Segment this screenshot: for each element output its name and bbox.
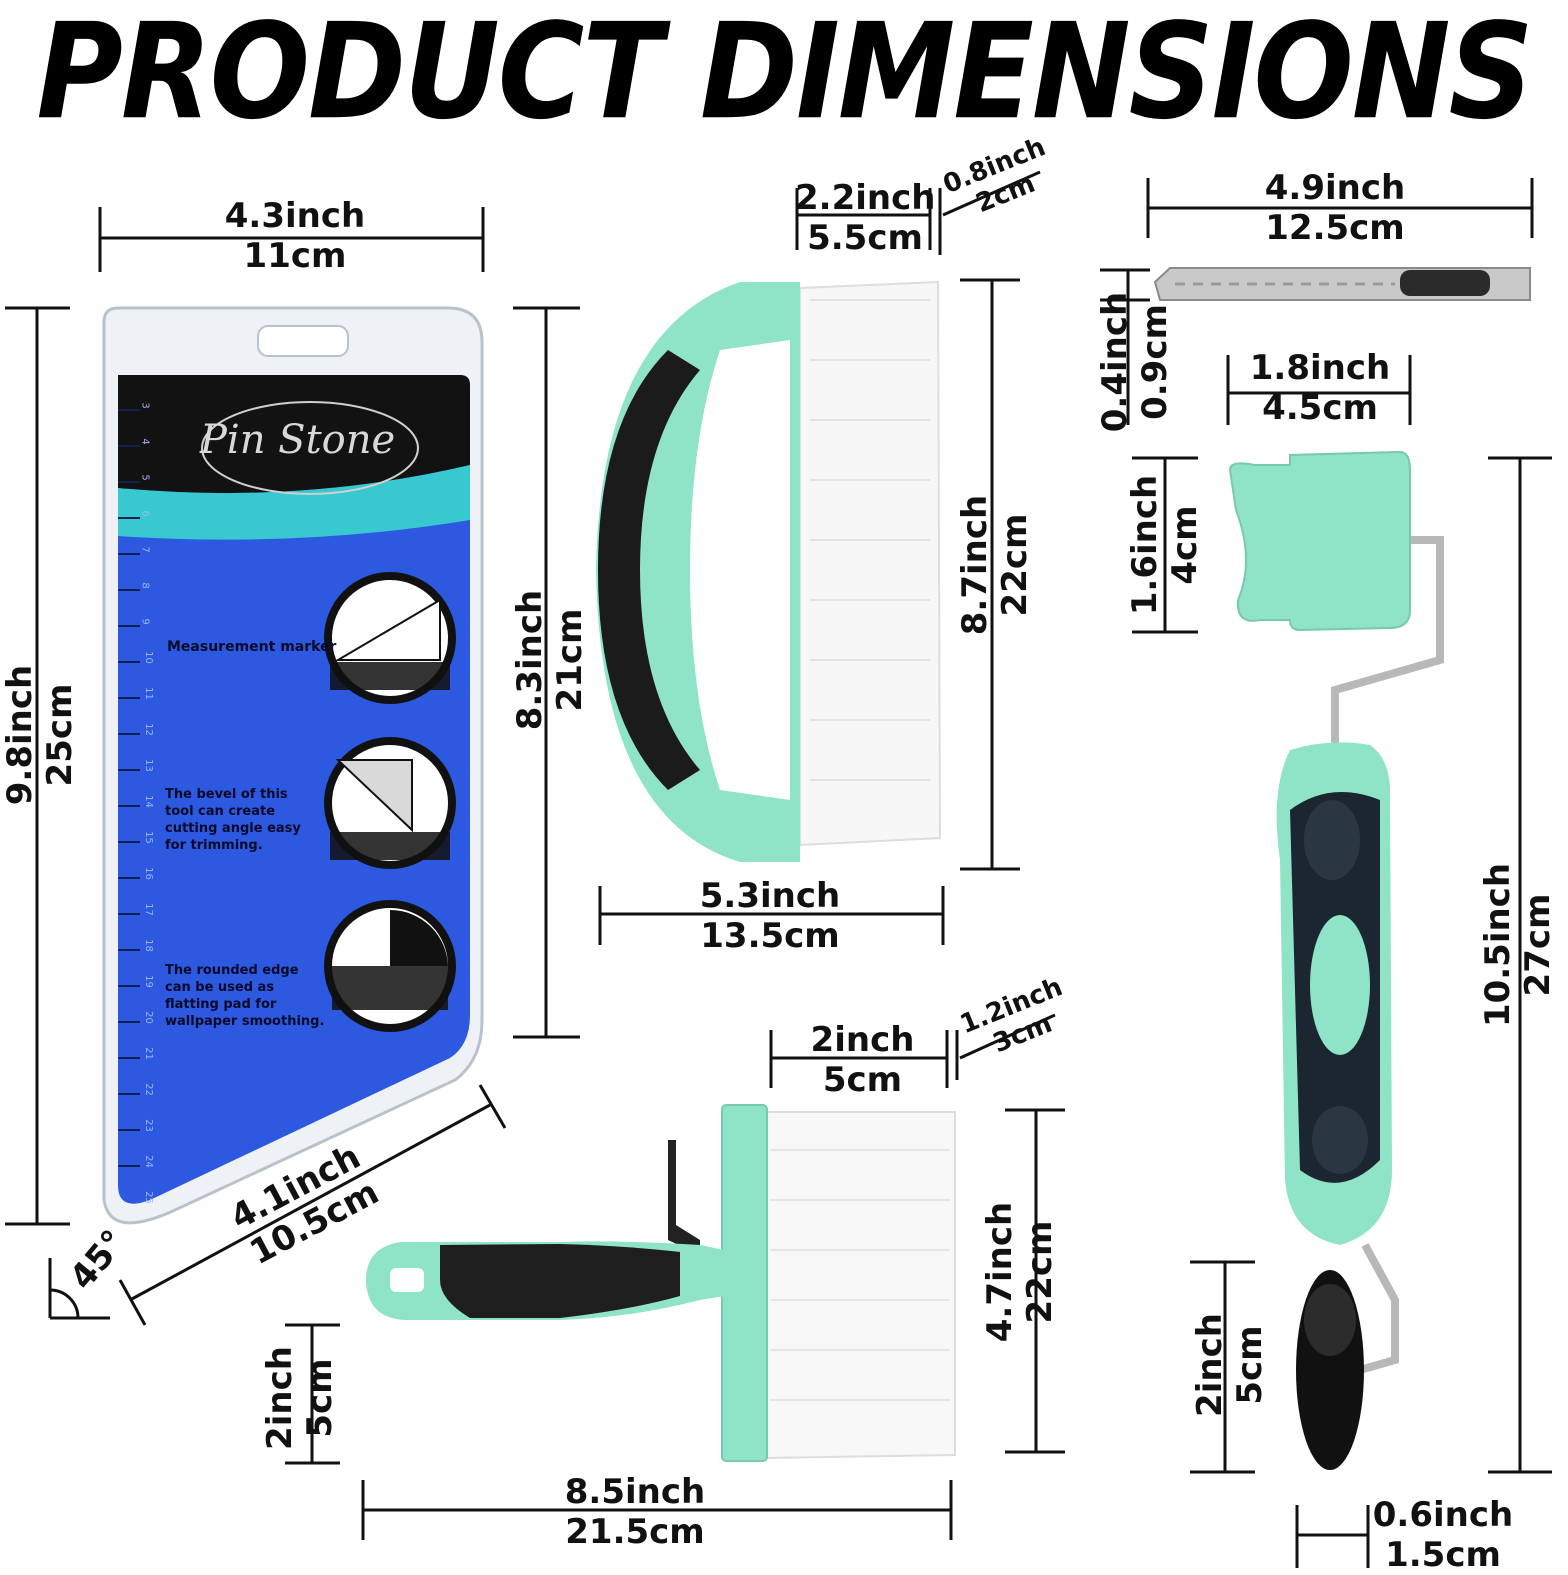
roller-wheel-height-label: 2inch 5cm xyxy=(1190,1290,1270,1440)
card-width-inch: 4.3inch xyxy=(224,196,366,236)
ruler-number: 20 xyxy=(142,1011,154,1024)
small-brush-top-inch: 2inch xyxy=(810,1020,915,1060)
ruler-number: 18 xyxy=(142,939,154,952)
knife-height-label: 0.4inch 0.9cm xyxy=(1095,287,1175,437)
ruler-number: 19 xyxy=(142,975,154,988)
marker-caption: Measurement marker xyxy=(167,639,337,655)
small-brush-length-label: 8.5inch 21.5cm xyxy=(535,1472,735,1552)
roller-head-height-label: 1.6inch 4cm xyxy=(1125,465,1205,625)
small-brush-height-label: 4.7inch 22cm xyxy=(980,1187,1060,1357)
rounded-caption: The rounded edge can be used as flatting… xyxy=(165,963,325,1029)
knife-slider xyxy=(1400,270,1490,296)
large-brush-width-label: 5.3inch 13.5cm xyxy=(670,876,870,956)
card-width-cm: 11cm xyxy=(243,236,347,276)
page-title: PRODUCT DIMENSIONS xyxy=(36,0,1533,149)
ruler-number: 7 xyxy=(139,546,151,553)
small-brush-height-cm: 22cm xyxy=(1020,1220,1060,1324)
card-height-label: 9.8inch 25cm xyxy=(0,625,80,845)
ruler-number: 22 xyxy=(142,1083,154,1096)
roller-grip-accent xyxy=(1310,915,1370,1055)
clear-card-tool xyxy=(102,306,484,1225)
ruler-number: 23 xyxy=(142,1119,154,1132)
roller-length-inch: 10.5inch xyxy=(1478,862,1518,1028)
ruler-number: 13 xyxy=(142,759,154,772)
roller-head-width-inch: 1.8inch xyxy=(1249,348,1391,388)
large-brush-top-cm: 5.5cm xyxy=(807,218,923,258)
roller-head-width-label: 1.8inch 4.5cm xyxy=(1230,348,1410,428)
ruler-number: 9 xyxy=(139,618,151,625)
small-brush-handle-cm: 5cm xyxy=(300,1358,340,1438)
ruler-number: 17 xyxy=(142,903,154,916)
roller-length-label: 10.5inch 27cm xyxy=(1478,835,1558,1055)
roller-wheel-height-cm: 5cm xyxy=(1230,1325,1270,1405)
small-brush-handle-inch: 2inch xyxy=(260,1346,300,1450)
brand-logo-oval xyxy=(201,401,419,495)
large-brush-height-right-inch: 8.7inch xyxy=(955,494,995,636)
ruler-number: 11 xyxy=(142,687,154,700)
card-height-cm: 25cm xyxy=(40,683,80,787)
ruler-number: 16 xyxy=(142,867,154,880)
ruler-number: 15 xyxy=(142,831,154,844)
small-paste-brush xyxy=(365,1104,956,1462)
small-brush-length-inch: 8.5inch xyxy=(564,1472,706,1512)
roller-length-cm: 27cm xyxy=(1518,893,1558,997)
large-brush-height-left-cm: 21cm xyxy=(550,608,590,712)
knife-length-inch: 4.9inch xyxy=(1264,168,1406,208)
large-brush-width-inch: 5.3inch xyxy=(699,876,841,916)
roller-head-width-cm: 4.5cm xyxy=(1262,388,1378,428)
small-brush-top-label: 2inch 5cm xyxy=(790,1020,935,1100)
roller-wheel-width-cm: 1.5cm xyxy=(1385,1535,1501,1575)
ruler-number: 3 xyxy=(139,402,151,409)
ruler-number: 5 xyxy=(139,474,151,481)
ruler-number: 8 xyxy=(139,582,151,589)
card-height-inch: 9.8inch xyxy=(0,664,40,806)
roller-head-height-cm: 4cm xyxy=(1165,505,1205,585)
large-brush-height-right-label: 8.7inch 22cm xyxy=(955,455,1035,675)
hang-hole xyxy=(257,325,349,357)
seam-roller xyxy=(1228,450,1444,1470)
large-brush-top-label: 2.2inch 5.5cm xyxy=(795,178,935,258)
brand-logo-text: Pin Stone xyxy=(200,417,396,463)
card-width-label: 4.3inch 11cm xyxy=(190,196,400,276)
large-brush-height-left-inch: 8.3inch xyxy=(510,589,550,731)
ruler-number: 6 xyxy=(139,510,151,517)
dimension-lines xyxy=(5,170,1552,1568)
utility-knife xyxy=(1153,267,1531,301)
small-brush-length-cm: 21.5cm xyxy=(565,1512,705,1552)
ruler-number: 21 xyxy=(142,1047,154,1060)
ruler-number: 12 xyxy=(142,723,154,736)
bevel-caption: The bevel of this tool can create cuttin… xyxy=(165,787,301,853)
large-wallpaper-brush xyxy=(596,280,942,862)
knife-height-cm: 0.9cm xyxy=(1135,304,1175,420)
small-brush-top-cm: 5cm xyxy=(822,1060,903,1100)
knife-height-inch: 0.4inch xyxy=(1095,291,1135,433)
ruler-number: 14 xyxy=(142,795,154,808)
knife-length-label: 4.9inch 12.5cm xyxy=(1240,168,1430,248)
large-brush-width-cm: 13.5cm xyxy=(700,916,840,956)
roller-wheel-width-inch: 0.6inch xyxy=(1372,1495,1514,1535)
ruler-ticks xyxy=(118,409,140,1167)
roller-head-height-inch: 1.6inch xyxy=(1125,474,1165,616)
ruler-number: 10 xyxy=(142,651,154,664)
small-brush-height-inch: 4.7inch xyxy=(980,1201,1020,1343)
ruler-number: 24 xyxy=(142,1155,154,1168)
small-brush-handle-label: 2inch 5cm xyxy=(260,1328,340,1468)
roller-wheel-width-label: 0.6inch 1.5cm xyxy=(1358,1495,1528,1575)
hanging-hole xyxy=(390,1268,424,1292)
large-brush-height-left-label: 8.3inch 21cm xyxy=(510,550,590,770)
ruler-number: 25 xyxy=(142,1191,154,1204)
large-brush-top-inch: 2.2inch xyxy=(795,178,936,218)
knife-length-cm: 12.5cm xyxy=(1265,208,1405,248)
large-brush-height-right-cm: 22cm xyxy=(995,513,1035,617)
ruler-number: 4 xyxy=(139,438,151,445)
roller-wheel-height-inch: 2inch xyxy=(1190,1313,1230,1417)
